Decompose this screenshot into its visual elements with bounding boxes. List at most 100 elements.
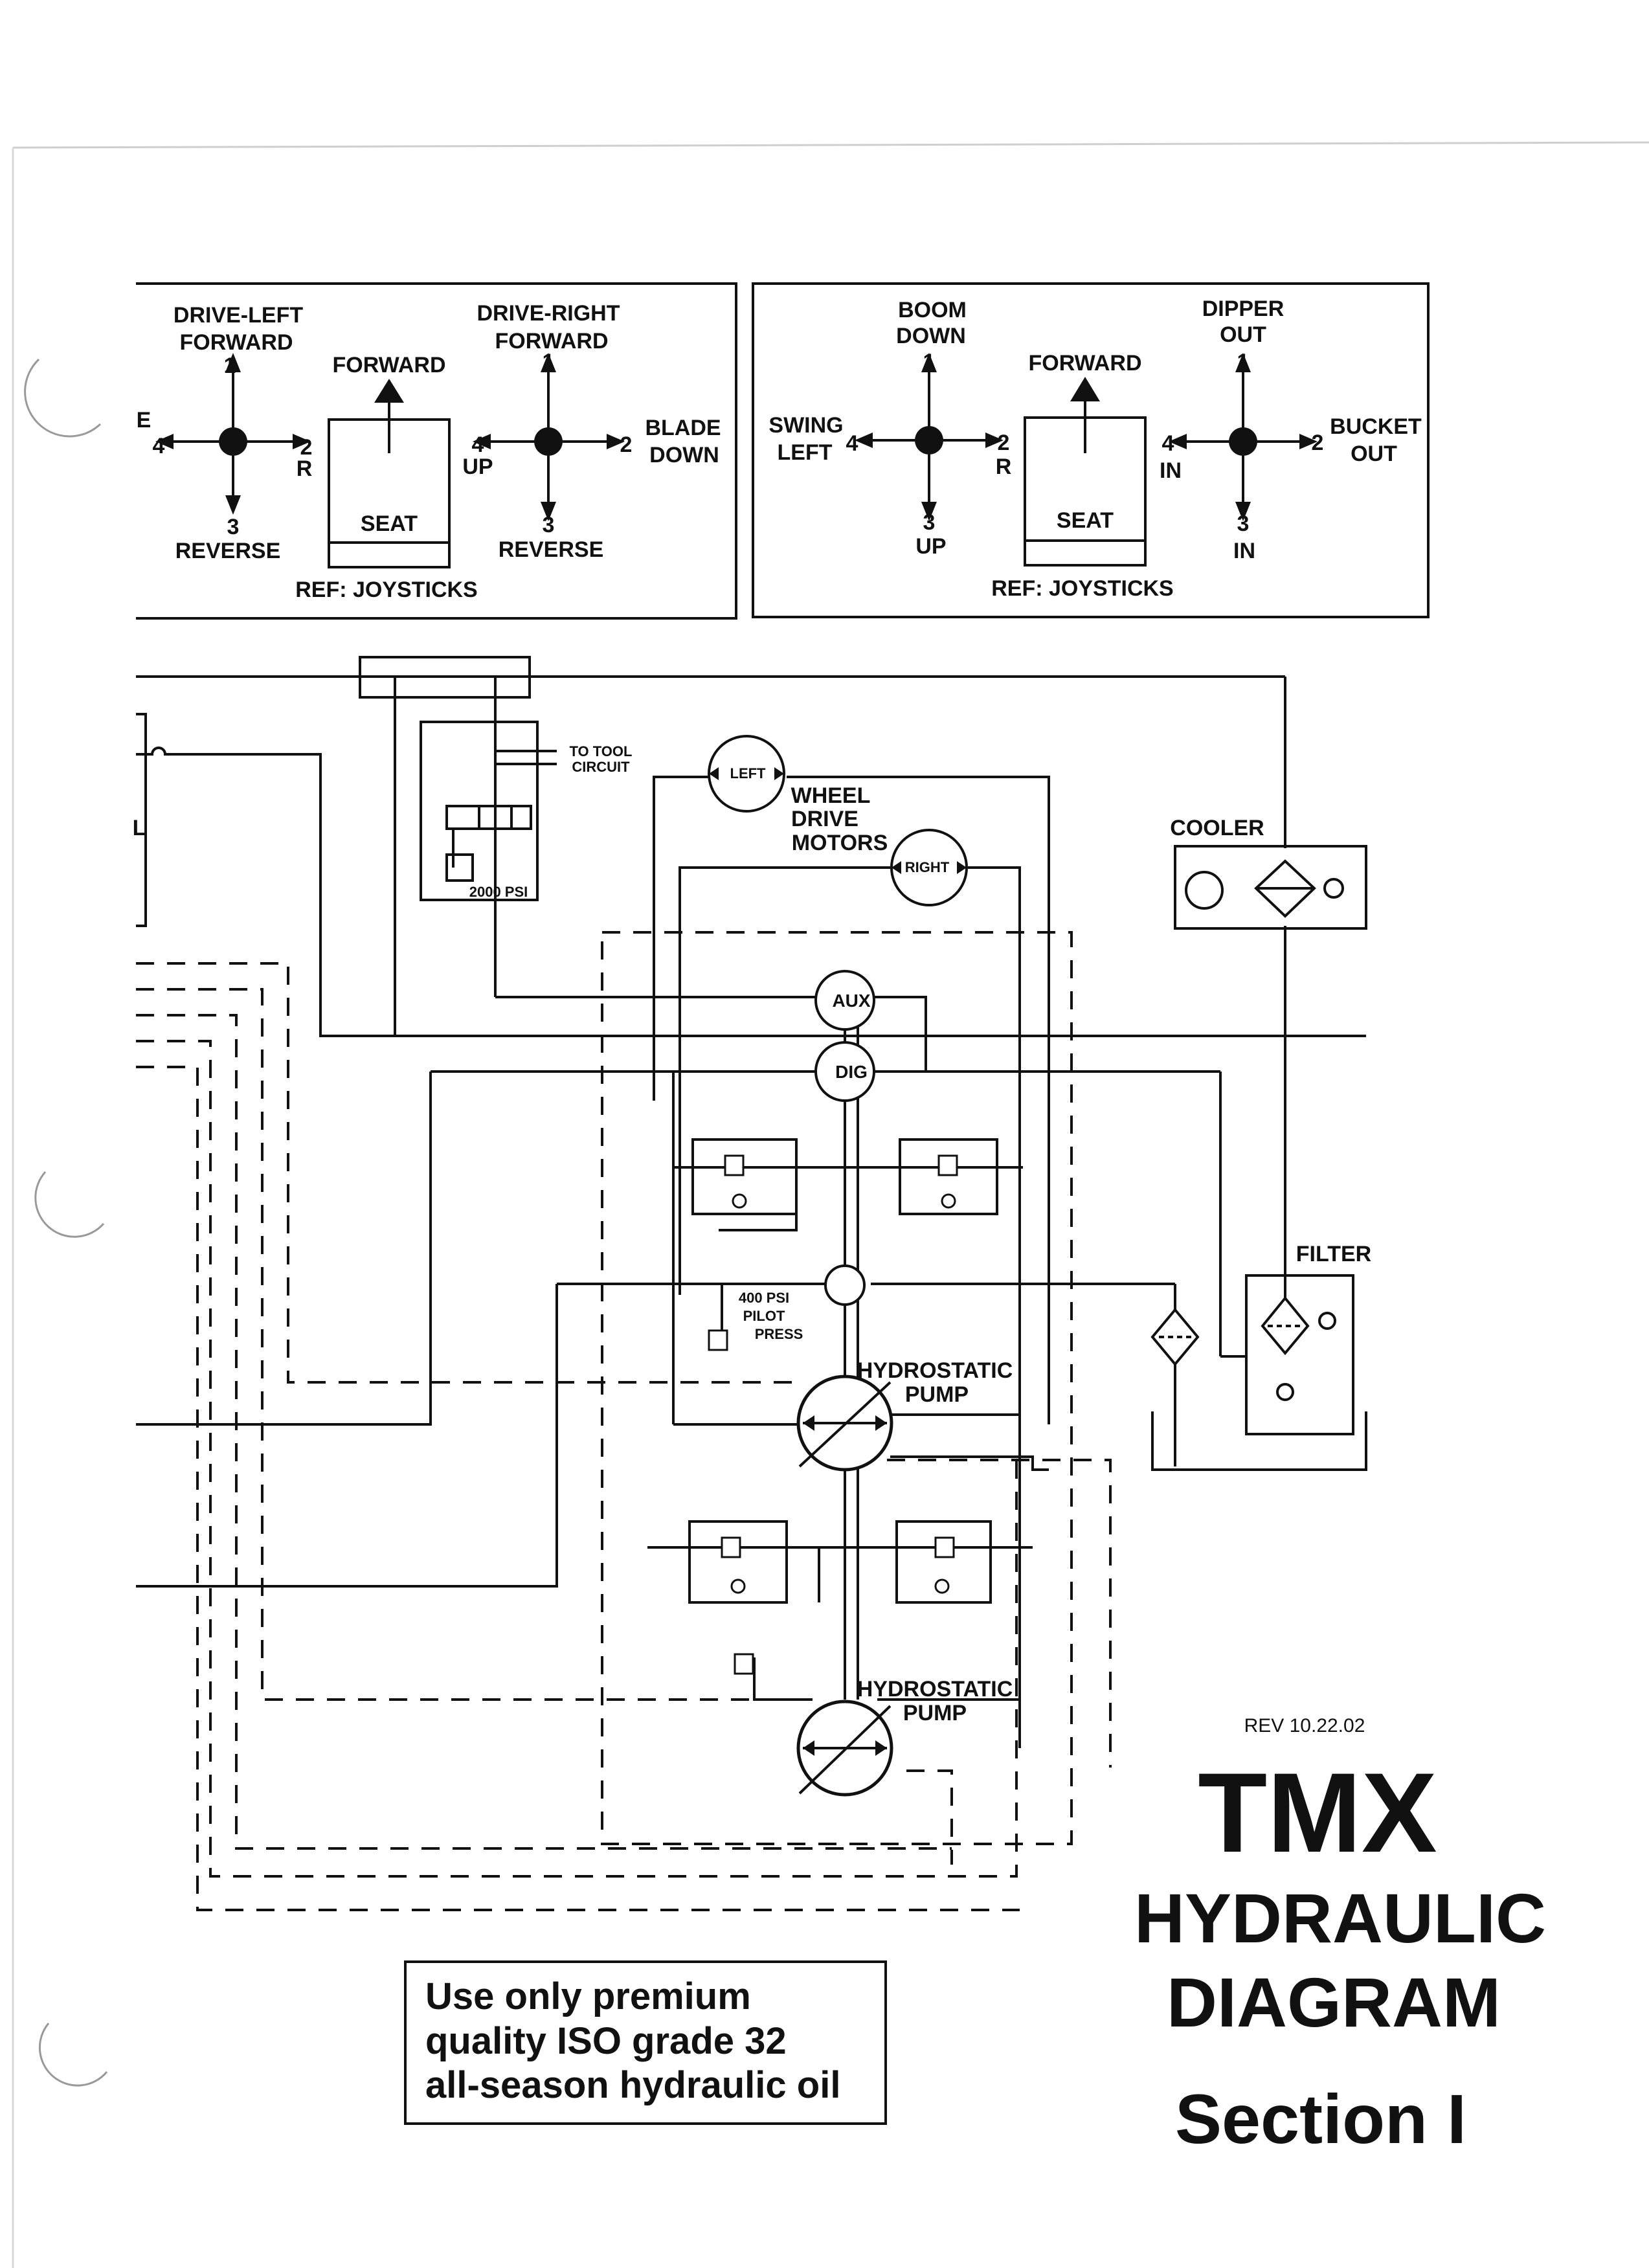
left-motor-label: LEFT	[730, 765, 767, 781]
right-stick-3: 3	[543, 513, 555, 537]
hydraulic-lines	[136, 656, 1367, 1748]
left-stick-3: 3	[227, 515, 240, 539]
pilot-label-3: PRESS	[755, 1326, 803, 1342]
swing-stick-4: 4	[846, 431, 858, 456]
left-stick-r: R	[297, 456, 313, 481]
to-tool-label-2: CIRCUIT	[572, 759, 630, 775]
forward-arrow-left	[374, 379, 404, 403]
right-stick-2: 2	[620, 432, 633, 457]
left-stick-4: 4	[153, 434, 165, 458]
revision-label: REV 10.22.02	[1244, 1715, 1365, 1736]
swing-stick-2: 2	[998, 431, 1010, 455]
dipper-stick-1: 1	[1237, 350, 1250, 374]
swing-label-2: LEFT	[778, 440, 833, 465]
title-diagram: DIAGRAM	[1167, 1963, 1501, 2041]
aux-valve	[814, 970, 875, 1031]
joystick-dipper-bucket	[1169, 353, 1318, 521]
left-edge-letter: E	[137, 408, 151, 432]
dipper-stick-3: 3	[1237, 511, 1250, 536]
forward-label-right: FORWARD	[1028, 351, 1141, 376]
filter-label: FILTER	[1296, 1242, 1371, 1266]
ref-joysticks-right: REF: JOYSTICKS	[991, 576, 1173, 601]
hydrostatic-pump-2	[796, 1700, 893, 1797]
blade-label-2: DOWN	[649, 443, 719, 467]
left-stick-2: 2	[300, 435, 313, 460]
swing-stick-1: 1	[923, 350, 936, 374]
right-stick-1: 1	[543, 350, 555, 374]
forward-label-left: FORWARD	[332, 353, 445, 377]
left-wheel-motor	[708, 735, 785, 813]
drive-left-label-1: DRIVE-LEFT	[174, 303, 303, 328]
page-top-edge	[12, 141, 1649, 149]
seat-left	[328, 401, 451, 568]
blade-label-1: BLADE	[645, 416, 721, 440]
pilot-label-1: 400 PSI	[739, 1290, 789, 1306]
joystick-swing-boom	[855, 353, 1004, 521]
return-filter	[1261, 1296, 1336, 1401]
right-stick-4: 4	[472, 432, 484, 457]
punch-hole-bottom	[38, 2023, 108, 2087]
right-wheel-motor	[890, 829, 968, 906]
title-tmx: TMX	[1198, 1750, 1437, 1876]
oil-notice-line-1: Use only premium	[425, 1975, 751, 2017]
drive-left-label-2: FORWARD	[179, 330, 293, 355]
dipper-stick-2: 2	[1312, 431, 1324, 455]
joystick-panel-left	[136, 282, 737, 620]
psi-2000-label: 2000 PSI	[469, 884, 528, 900]
left-reverse-label: REVERSE	[175, 539, 281, 563]
left-cut-letter: L	[133, 816, 146, 840]
right-reverse-label: REVERSE	[499, 537, 604, 562]
hydrostatic-pump-1	[796, 1375, 893, 1472]
seat-label-left: SEAT	[361, 511, 418, 536]
swing-stick-r: R	[996, 455, 1012, 479]
bucket-label-1: BUCKET	[1330, 414, 1422, 439]
cooler-unit	[1185, 859, 1344, 918]
pump2-label-1: HYDROSTATIC	[857, 1677, 1013, 1701]
punch-hole-top	[24, 358, 102, 438]
swing-stick-up: UP	[915, 534, 946, 559]
dipper-label-2: OUT	[1220, 322, 1266, 347]
dipper-stick-in-bottom: IN	[1233, 539, 1255, 563]
boom-label-1: BOOM	[898, 298, 967, 322]
left-stick-1: 1	[224, 354, 236, 378]
dipper-label-1: DIPPER	[1202, 297, 1284, 321]
dig-label: DIG	[835, 1062, 868, 1082]
dipper-stick-in-left: IN	[1160, 458, 1182, 483]
boom-label-2: DOWN	[896, 324, 966, 348]
pump1-label-1: HYDROSTATIC	[857, 1358, 1013, 1383]
dipper-stick-4: 4	[1162, 431, 1174, 456]
joystick-panel-right	[752, 282, 1430, 618]
oil-notice-line-2: quality ISO grade 32	[425, 2020, 787, 2062]
dig-valve	[814, 1041, 875, 1102]
wheel-drive-label-2: DRIVE	[791, 807, 858, 831]
cooler-label: COOLER	[1170, 816, 1264, 840]
charge-pump	[824, 1264, 866, 1306]
pump1-label-2: PUMP	[905, 1382, 969, 1407]
title-section: Section I	[1175, 2080, 1466, 2158]
pump2-label-2: PUMP	[903, 1701, 967, 1725]
right-stick-up: UP	[462, 455, 493, 479]
joystick-right-drive	[473, 353, 625, 521]
swing-label-1: SWING	[768, 413, 843, 438]
to-tool-label-1: TO TOOL	[570, 743, 633, 759]
ref-joysticks-left: REF: JOYSTICKS	[295, 578, 477, 602]
joystick-left-drive	[155, 353, 311, 515]
oil-notice-line-3: all-season hydraulic oil	[425, 2064, 840, 2106]
right-motor-label: RIGHT	[905, 859, 950, 875]
swing-stick-3: 3	[923, 510, 936, 535]
aux-label: AUX	[832, 991, 870, 1011]
drive-right-label-1: DRIVE-RIGHT	[477, 301, 620, 326]
inline-filter	[1150, 1307, 1200, 1367]
title-hydraulic: HYDRAULIC	[1134, 1879, 1546, 1957]
bucket-label-2: OUT	[1351, 442, 1397, 466]
seat-label-right: SEAT	[1057, 508, 1114, 533]
punch-hole-middle	[34, 1171, 105, 1238]
seat-right	[1024, 401, 1147, 567]
wheel-drive-label-3: MOTORS	[792, 831, 888, 855]
relief-valves	[708, 1154, 958, 1675]
pilot-dashed-lines	[136, 931, 1112, 1911]
drive-right-label-2: FORWARD	[495, 329, 608, 354]
oil-notice-box	[404, 1960, 887, 2125]
pilot-label-2: PILOT	[743, 1308, 785, 1324]
